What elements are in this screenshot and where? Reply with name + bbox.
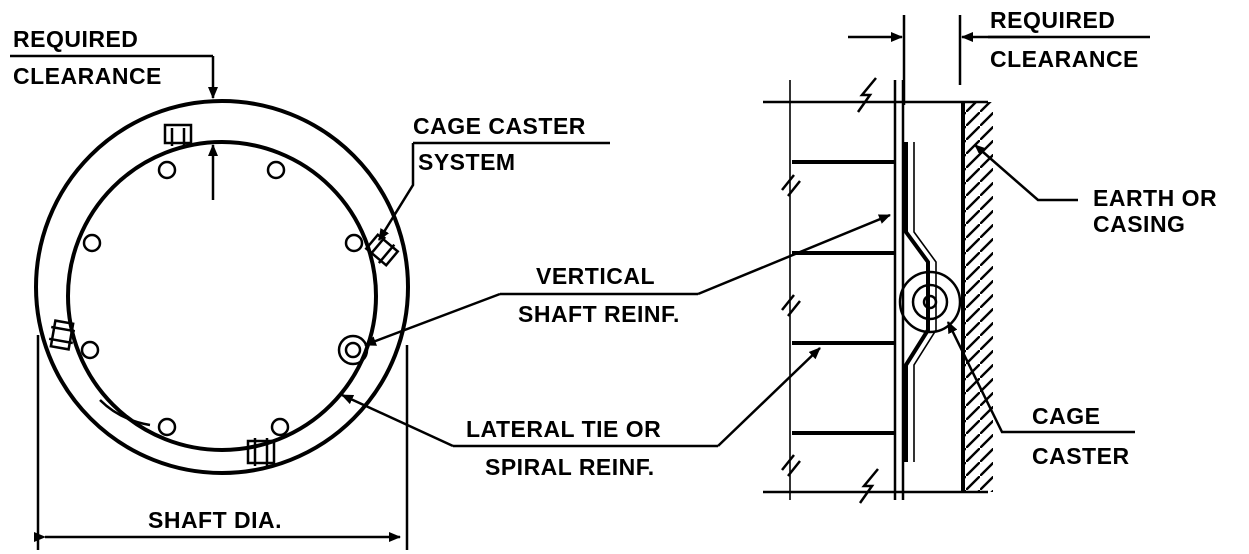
cage-caster-line2: CASTER — [1032, 443, 1130, 469]
left-break-3 — [781, 454, 801, 477]
caster-wheel-mid — [911, 283, 949, 321]
vertical-bar — [266, 160, 286, 180]
cage-inner-circle — [66, 140, 378, 452]
left-break-2 — [781, 294, 801, 317]
vertical-reinf-line1: VERTICAL — [536, 263, 655, 289]
vertical-bar — [270, 417, 290, 437]
earth-hatch — [963, 102, 993, 492]
lateral-tie-line1: LATERAL TIE OR — [466, 416, 661, 442]
caster-strap-inner — [913, 142, 937, 462]
caster-wheel-outer — [898, 270, 962, 334]
caster-left — [48, 319, 76, 351]
vertical-leader-left — [364, 292, 501, 347]
vertical-bar — [82, 233, 102, 253]
earth-casing-line2: CASING — [1093, 211, 1185, 237]
labels: REQUIRED CLEARANCE CAGE CASTER SYSTEM VE… — [13, 7, 1217, 533]
vertical-bar-circles — [80, 160, 369, 437]
required-clearance-right-line1: REQUIRED — [990, 7, 1115, 33]
vertical-bar — [80, 340, 100, 360]
caster-right — [364, 232, 400, 268]
shaft-outer-circle — [34, 99, 410, 475]
earth-casing-line1: EARTH OR — [1093, 185, 1217, 211]
cage-caster-line1: CAGE — [1032, 403, 1100, 429]
section-view — [763, 15, 1030, 504]
plan-view — [34, 56, 410, 550]
caster-wheel-hub — [922, 294, 938, 310]
vertical-bar — [344, 233, 364, 253]
caster-bottom — [246, 438, 276, 466]
lateral-leader-right — [717, 347, 821, 447]
required-clearance-left-line2: CLEARANCE — [13, 63, 162, 89]
vertical-bar-highlight-core — [344, 341, 362, 359]
earth-leader — [974, 144, 1078, 202]
vertical-bar — [157, 160, 177, 180]
spiral-lap — [99, 399, 151, 427]
cage-caster-system-leader — [377, 143, 415, 241]
break-z-top — [856, 77, 877, 113]
break-z-bottom — [858, 468, 879, 504]
lateral-leader-left — [341, 393, 454, 448]
cage-caster-leader — [946, 321, 1022, 434]
caster-spacers — [48, 123, 400, 466]
cage-caster-system-line1: CAGE CASTER — [413, 113, 586, 139]
required-clearance-right-line2: CLEARANCE — [990, 46, 1139, 72]
shaft-dia-label: SHAFT DIA. — [148, 507, 282, 533]
vertical-leader-right — [697, 213, 891, 296]
lateral-tie-line2: SPIRAL REINF. — [485, 454, 655, 480]
vertical-reinf-line2: SHAFT REINF. — [518, 301, 680, 327]
cage-caster-system-line2: SYSTEM — [418, 149, 516, 175]
required-clearance-left-line1: REQUIRED — [13, 26, 138, 52]
vertical-bar-highlight — [337, 334, 369, 366]
vertical-bar — [157, 417, 177, 437]
caster-top — [163, 123, 193, 146]
leaders — [10, 35, 1150, 448]
left-break-1 — [781, 174, 801, 197]
